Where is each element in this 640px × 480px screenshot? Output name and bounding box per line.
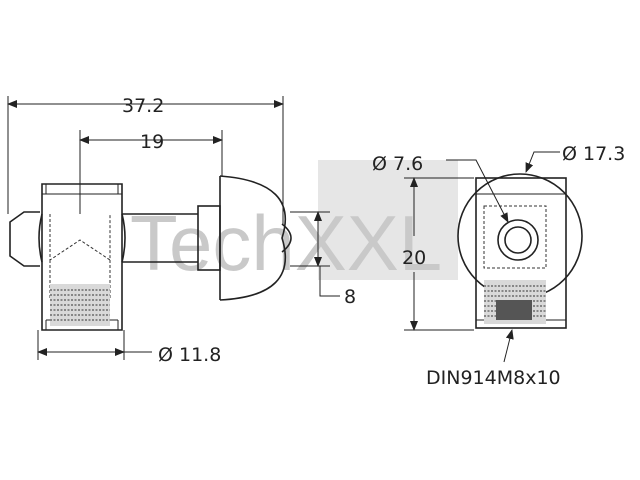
side-view xyxy=(9,175,292,331)
front-view xyxy=(457,173,583,329)
bore-diameter-label: Ø 7.6 xyxy=(372,153,423,175)
pin-length-label: 19 xyxy=(140,131,164,153)
pin-length-dimension: 19 xyxy=(79,130,223,214)
height-label: 20 xyxy=(402,247,426,269)
overall-length-label: 37.2 xyxy=(122,95,164,117)
overall-length-dimension: 37.2 xyxy=(7,95,284,224)
head-diameter-label: Ø 17.3 xyxy=(562,143,625,165)
body-diameter-dimension: Ø 11.8 xyxy=(37,330,221,366)
set-screw-socket xyxy=(496,300,532,320)
watermark-block xyxy=(318,160,458,280)
pin-diameter-dimension: 8 xyxy=(290,211,356,308)
bore-diameter-dimension: Ø 7.6 xyxy=(372,153,509,223)
pin-diameter-label: 8 xyxy=(344,286,356,308)
head-diameter-dimension: Ø 17.3 xyxy=(525,143,625,173)
watermark-text: TechXXL xyxy=(130,199,442,287)
body-diameter-label: Ø 11.8 xyxy=(158,344,221,366)
screw-spec-callout: DIN914M8x10 xyxy=(426,329,561,389)
screw-spec-label: DIN914M8x10 xyxy=(426,367,561,389)
height-dimension: 20 xyxy=(402,177,474,331)
